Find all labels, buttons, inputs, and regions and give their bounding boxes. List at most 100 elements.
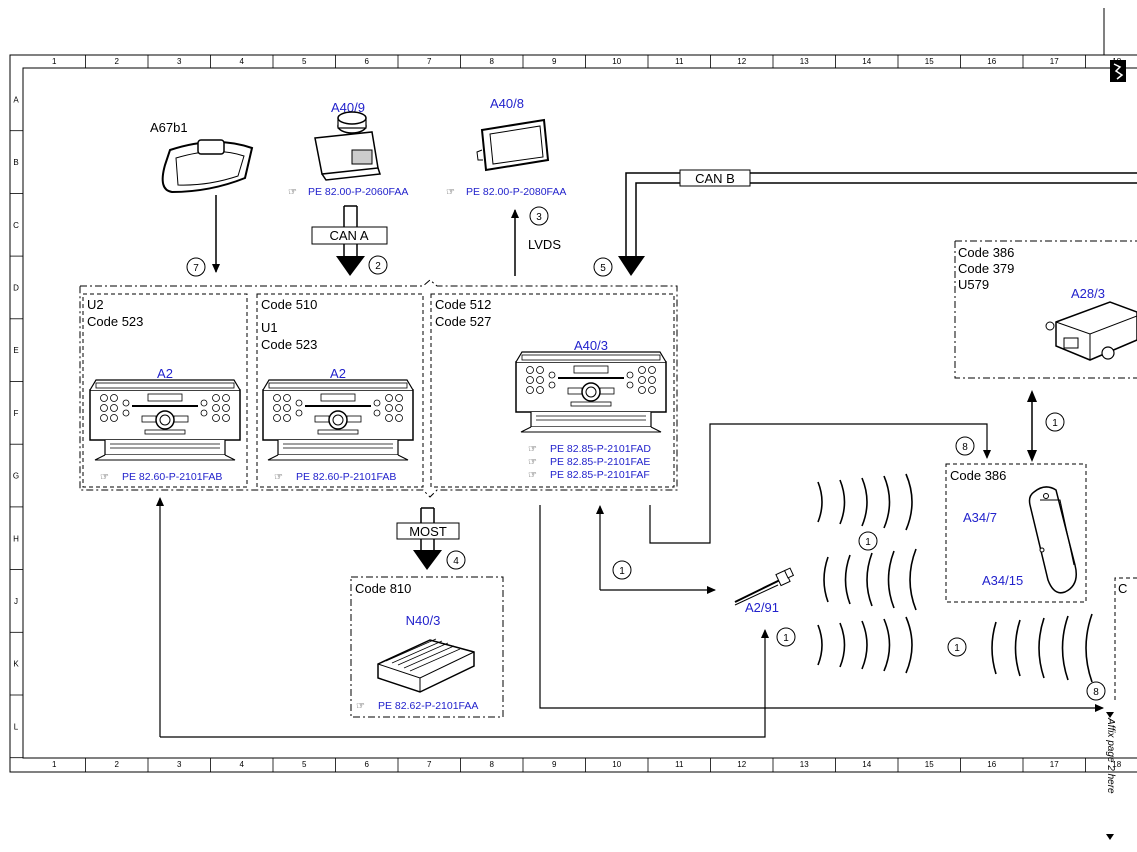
svg-text:U2: U2 xyxy=(87,297,104,312)
svg-text:☞: ☞ xyxy=(528,457,537,468)
svg-text:Code 386: Code 386 xyxy=(950,468,1006,483)
callout-1b: 1 xyxy=(858,531,878,551)
grid-row-H: H xyxy=(13,534,19,543)
callout-4: 4 xyxy=(446,550,466,570)
lvds-link: LVDS xyxy=(511,209,561,276)
svg-text:A34/7: A34/7 xyxy=(963,510,997,525)
grid-column-17: 17 xyxy=(1050,760,1059,769)
svg-text:Code 510: Code 510 xyxy=(261,297,317,312)
svg-text:☞: ☞ xyxy=(446,187,455,198)
sheet-frame xyxy=(9,8,1137,773)
svg-text:Code 512: Code 512 xyxy=(435,297,491,312)
svg-text:1: 1 xyxy=(619,566,625,577)
grid-row-E: E xyxy=(13,346,18,355)
grid-column-3: 3 xyxy=(177,760,182,769)
grid-column-11: 11 xyxy=(675,760,684,769)
svg-text:☞: ☞ xyxy=(356,701,365,712)
grid-row-K: K xyxy=(13,660,19,669)
svg-text:Code 527: Code 527 xyxy=(435,314,491,329)
grid-column-13: 13 xyxy=(800,760,809,769)
callout-1a: 1 xyxy=(1045,412,1065,432)
svg-text:PE 82.85-P-2101FAD: PE 82.85-P-2101FAD xyxy=(550,443,651,455)
lvds-label: LVDS xyxy=(528,237,561,252)
grid-column-1: 1 xyxy=(52,57,57,66)
corner-logo-icon xyxy=(1110,60,1126,82)
grid-column-15: 15 xyxy=(925,760,934,769)
grid-column-13: 13 xyxy=(800,57,809,66)
callout-1d: 1 xyxy=(776,627,796,647)
grid-row-C: C xyxy=(13,221,19,230)
grid-column-7: 7 xyxy=(427,57,432,66)
radio-a403: A40/3 ☞ PE 82.85-P-2101FAD ☞ PE 82.85-P-… xyxy=(515,338,667,481)
svg-text:PE 82.62-P-2101FAA: PE 82.62-P-2101FAA xyxy=(378,700,478,712)
callout-1e: 1 xyxy=(947,637,967,657)
amplifier-box: Code 810 N40/3 ☞ PE 82.62-P-2101FAA xyxy=(350,576,504,718)
svg-text:Code 810: Code 810 xyxy=(355,581,411,596)
display-component: A40/8 ☞ PE 82.00-P-2080FAA xyxy=(446,96,566,198)
grid-column-4: 4 xyxy=(240,57,245,66)
grid-row-L: L xyxy=(14,722,19,731)
grid-row-B: B xyxy=(13,158,18,167)
svg-text:☞: ☞ xyxy=(528,470,537,481)
affix-note: Affix page 2 here xyxy=(1105,712,1116,840)
radio-waves xyxy=(817,473,1093,683)
grid-row-A: A xyxy=(13,95,19,104)
display-label: A40/8 xyxy=(490,96,524,111)
grid-row-F: F xyxy=(14,409,19,418)
grid-column-14: 14 xyxy=(862,57,871,66)
svg-text:Code 386: Code 386 xyxy=(958,245,1014,260)
radio-a2-left: A2 ☞ PE 82.60-P-2101FAB xyxy=(89,366,241,483)
svg-text:A2: A2 xyxy=(157,366,173,381)
grid-column-17: 17 xyxy=(1050,57,1059,66)
grid-column-3: 3 xyxy=(177,57,182,66)
grid-column-8: 8 xyxy=(490,57,495,66)
ref-a409: PE 82.00-P-2060FAA xyxy=(308,186,408,198)
svg-text:PE 82.85-P-2101FAE: PE 82.85-P-2101FAE xyxy=(550,456,650,468)
control-unit-component: A40/9 ☞ PE 82.00-P-2060FAA xyxy=(288,100,408,198)
grid-column-10: 10 xyxy=(612,760,621,769)
grid-column-7: 7 xyxy=(427,760,432,769)
most-bus: MOST xyxy=(396,507,460,570)
grid-column-10: 10 xyxy=(612,57,621,66)
grid-column-12: 12 xyxy=(737,57,746,66)
grid-column-5: 5 xyxy=(302,760,307,769)
edge-box: C xyxy=(1114,577,1137,700)
svg-text:A40/3: A40/3 xyxy=(574,338,608,353)
svg-text:U579: U579 xyxy=(958,277,989,292)
svg-text:A2/91: A2/91 xyxy=(745,600,779,615)
affix-note-text: Affix page 2 here xyxy=(1105,717,1116,794)
grid-column-2: 2 xyxy=(115,57,120,66)
wiring xyxy=(156,423,1104,738)
svg-text:PE 82.60-P-2101FAB: PE 82.60-P-2101FAB xyxy=(296,471,396,483)
grid-column-6: 6 xyxy=(365,760,370,769)
callout-3: 3 xyxy=(529,206,549,226)
svg-text:☞: ☞ xyxy=(274,472,283,483)
grid-row-D: D xyxy=(13,283,19,292)
grid-column-15: 15 xyxy=(925,57,934,66)
callout-8a: 8 xyxy=(955,436,975,456)
callout-8b: 8 xyxy=(1086,681,1106,701)
svg-text:PE 82.85-P-2101FAF: PE 82.85-P-2101FAF xyxy=(550,469,650,481)
svg-text:Code 523: Code 523 xyxy=(261,337,317,352)
radio-variant-group: U2 Code 523 Code 510 U1 Code 523 Code 51… xyxy=(79,279,678,498)
grid-column-5: 5 xyxy=(302,57,307,66)
svg-text:A34/15: A34/15 xyxy=(982,573,1023,588)
callout-1c: 1 xyxy=(612,560,632,580)
can-b-label: CAN B xyxy=(695,171,735,186)
svg-text:8: 8 xyxy=(962,442,968,453)
grid-column-4: 4 xyxy=(240,760,245,769)
most-label: MOST xyxy=(409,524,447,539)
mirror-label: A67b1 xyxy=(150,120,188,135)
callout-5: 5 xyxy=(593,257,613,277)
can-b-bus: CAN B xyxy=(618,169,1137,276)
svg-text:5: 5 xyxy=(600,263,606,274)
grid-column-9: 9 xyxy=(552,760,557,769)
grid-column-16: 16 xyxy=(987,760,996,769)
svg-text:N40/3: N40/3 xyxy=(406,613,441,628)
grid-row-G: G xyxy=(13,472,19,481)
grid-column-6: 6 xyxy=(365,57,370,66)
bluetooth-box: Code 386 Code 379 U579 A28/3 xyxy=(954,240,1137,379)
